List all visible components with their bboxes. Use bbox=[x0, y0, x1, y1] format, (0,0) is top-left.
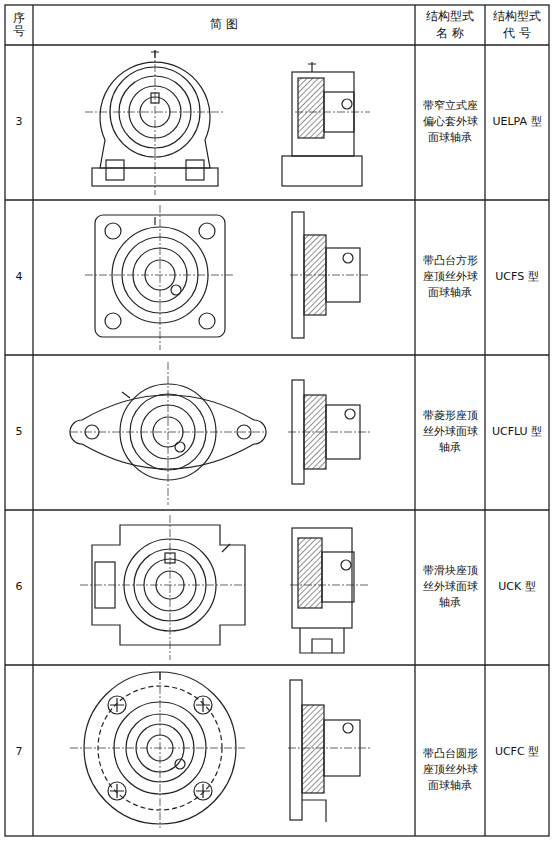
structure-code: UCFLU 型 bbox=[487, 424, 547, 440]
row6-take-up-unit bbox=[92, 525, 354, 653]
row3-pillow-block bbox=[92, 50, 362, 186]
row-number: 5 bbox=[9, 424, 29, 440]
row-number: 7 bbox=[9, 744, 29, 760]
structure-name: 带凸台方形座顶丝外球面球轴承 bbox=[420, 253, 480, 301]
row7-round-flange bbox=[84, 672, 360, 824]
row-number: 6 bbox=[9, 579, 29, 595]
header-cell: 结构型式 名 称 bbox=[422, 8, 478, 43]
header-cell: 序号 bbox=[13, 12, 25, 38]
structure-name: 带滑块座顶丝外球面球轴承 bbox=[420, 563, 480, 611]
row5-rhombic-flange bbox=[70, 380, 360, 484]
header-cell: 结构型式 代 号 bbox=[489, 8, 545, 43]
centre-lines bbox=[70, 50, 370, 828]
structure-code: UELPA 型 bbox=[487, 114, 547, 130]
row4-square-flange bbox=[95, 212, 360, 338]
structure-code: UCFC 型 bbox=[487, 744, 547, 760]
row-number: 4 bbox=[9, 269, 29, 285]
header-cell: 简 图 bbox=[184, 16, 264, 33]
structure-name: 带凸台圆形座顶丝外球面球轴承 bbox=[420, 746, 480, 794]
structure-code: UCK 型 bbox=[487, 579, 547, 595]
structure-name: 带菱形座顶丝外球面球轴承 bbox=[420, 408, 480, 456]
row-number: 3 bbox=[9, 114, 29, 130]
table-grid bbox=[5, 5, 549, 836]
structure-code: UCFS 型 bbox=[487, 269, 547, 285]
structure-name: 带窄立式座偏心套外球面球轴承 bbox=[420, 98, 480, 146]
